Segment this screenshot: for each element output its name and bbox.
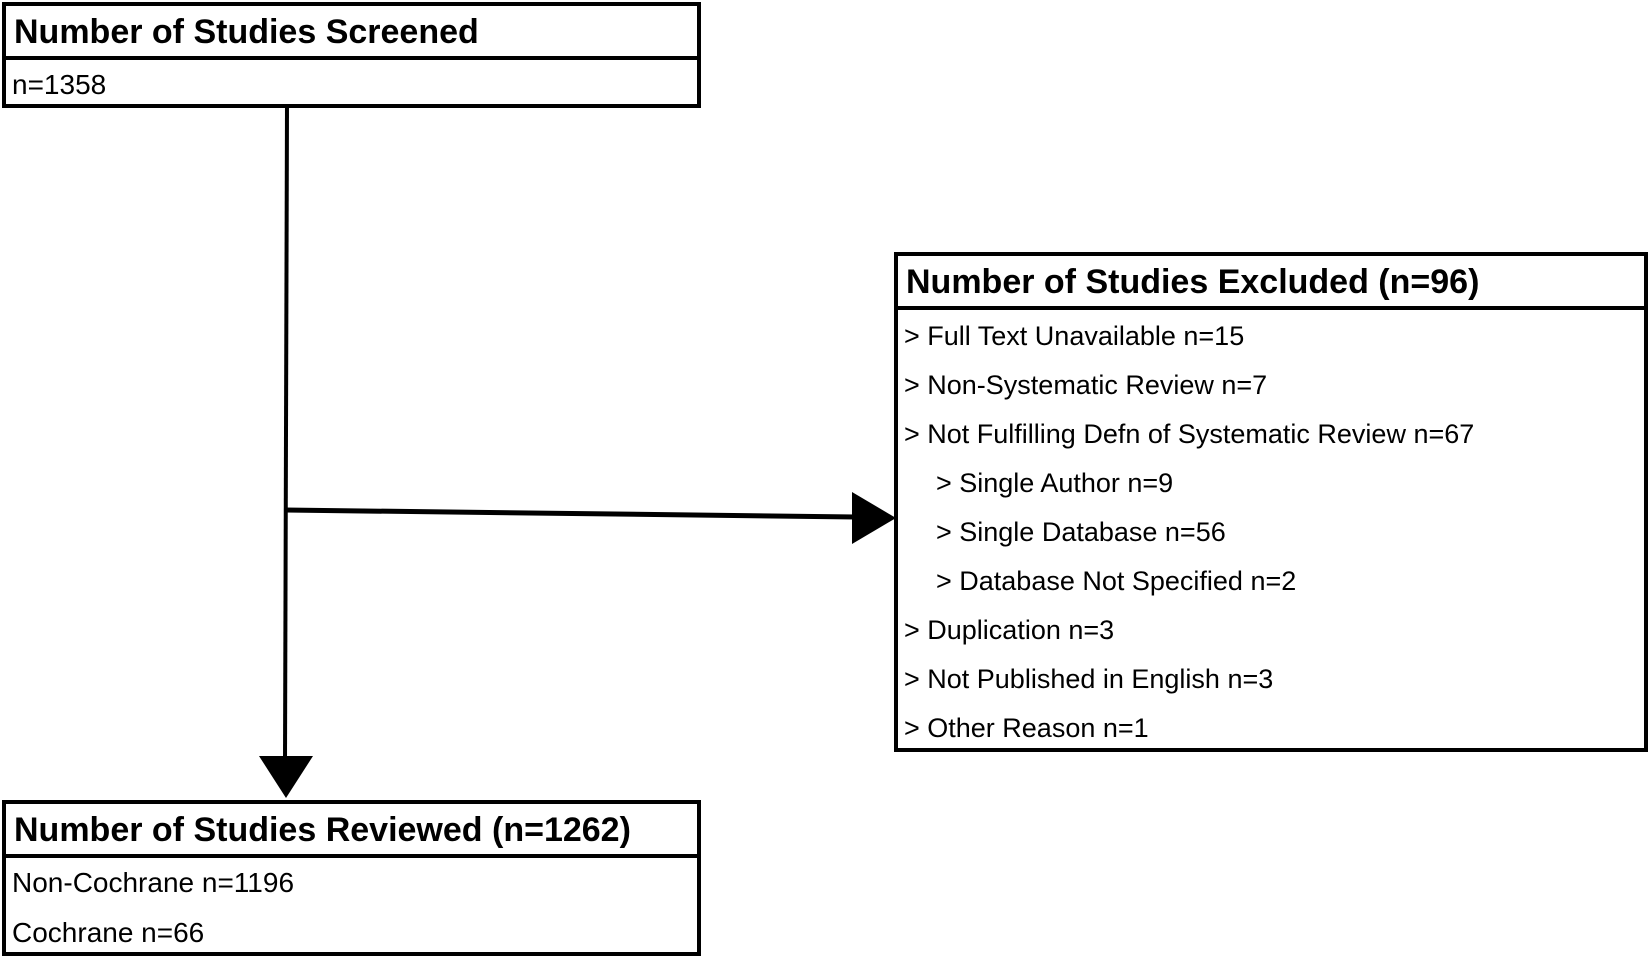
exclusion-reason: > Other Reason n=1 [904, 713, 1149, 743]
exclusion-reason: > Non-Systematic Review n=7 [904, 370, 1268, 400]
reviewed-arrowhead [259, 756, 313, 798]
screened-to-reviewed-line [283, 103, 289, 761]
exclusion-reason: > Not Published in English n=3 [904, 664, 1274, 694]
screened-box: Number of Studies Screened n=1358 [2, 2, 701, 108]
reviewed-box: Number of Studies Reviewed (n=1262) Non-… [2, 800, 701, 956]
exclusion-reason: > Not Fulfilling Defn of Systematic Revi… [904, 419, 1475, 449]
reviewed-title: Number of Studies Reviewed (n=1262) [6, 804, 697, 858]
reviewed-item: Cochrane n=66 [12, 917, 205, 948]
exclusion-reason: > Full Text Unavailable n=15 [904, 321, 1245, 351]
exclusion-subreason: > Database Not Specified n=2 [936, 566, 1297, 596]
exclusion-reason: > Duplication n=3 [904, 615, 1115, 645]
screened-title: Number of Studies Screened [6, 6, 697, 60]
exclusion-subreason: > Single Database n=56 [936, 517, 1226, 547]
branch-to-excluded-line [284, 507, 857, 520]
excluded-arrowhead [852, 492, 896, 544]
exclusion-subreason: > Single Author n=9 [936, 468, 1174, 498]
reviewed-item: Non-Cochrane n=1196 [12, 867, 295, 898]
excluded-box: Number of Studies Excluded (n=96) > Full… [894, 252, 1648, 752]
excluded-title: Number of Studies Excluded (n=96) [898, 256, 1644, 310]
screened-count: n=1358 [12, 69, 107, 100]
